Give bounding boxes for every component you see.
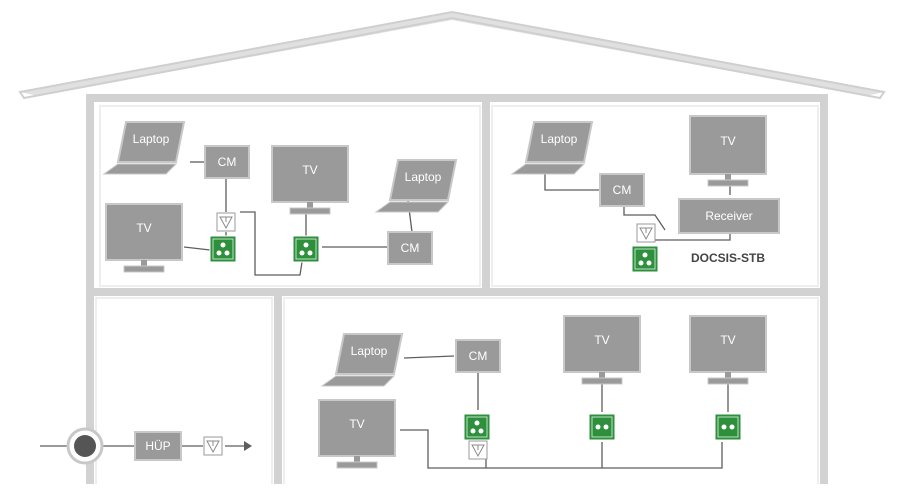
tv-top-right: TV bbox=[689, 115, 767, 187]
splitter-triangle-icon bbox=[219, 216, 233, 230]
multimedia-socket-3port-icon bbox=[470, 420, 484, 434]
laptop-label: Laptop bbox=[133, 132, 170, 146]
multimedia-socket-3port-icon bbox=[638, 252, 652, 266]
multimedia-socket-3port-icon bbox=[299, 242, 313, 256]
cable-entry-circle-icon bbox=[66, 427, 104, 465]
room-top-left bbox=[99, 105, 481, 287]
laptop-label: Laptop bbox=[405, 170, 442, 184]
laptop-top-right: Laptop bbox=[510, 121, 594, 175]
cables bbox=[40, 161, 731, 469]
laptop-label: Laptop bbox=[351, 344, 388, 358]
tv-label: TV bbox=[349, 417, 364, 431]
laptop-label: Laptop bbox=[541, 132, 578, 146]
cm-top-left-b: CM bbox=[387, 231, 433, 265]
laptop-top-right-of-left-room: Laptop bbox=[374, 159, 458, 213]
cm-bottom: CM bbox=[455, 339, 501, 373]
tv-label: TV bbox=[594, 333, 609, 347]
cm-top-right: CM bbox=[599, 173, 645, 207]
multimedia-socket-2port-icon bbox=[721, 424, 735, 430]
splitter-top-right bbox=[636, 223, 656, 243]
room-top-right bbox=[491, 105, 819, 287]
cm-top-right-label: CM bbox=[613, 183, 632, 197]
socket-bottom-a bbox=[463, 413, 491, 441]
tv-label: TV bbox=[720, 333, 735, 347]
arrow-right-icon bbox=[244, 441, 252, 451]
receiver-box-label: Receiver bbox=[705, 209, 752, 223]
house-walls bbox=[86, 94, 828, 489]
laptop-bottom: Laptop bbox=[320, 333, 404, 387]
multimedia-socket-3port-icon bbox=[216, 242, 230, 256]
hup-box-label: HÜP bbox=[145, 439, 170, 453]
hup-box: HÜP bbox=[134, 431, 182, 461]
splitter-top-left bbox=[216, 212, 236, 232]
house-roof bbox=[18, 10, 886, 100]
tv-bottom-middle: TV bbox=[563, 315, 641, 385]
amplifier-hallway bbox=[203, 436, 223, 456]
multimedia-socket-2port-icon bbox=[595, 424, 609, 430]
tv-top-middle: TV bbox=[271, 145, 349, 215]
tv-label: TV bbox=[720, 134, 735, 148]
tv-bottom-left: TV bbox=[318, 399, 396, 469]
amplifier-triangle-icon bbox=[206, 440, 220, 454]
cm-top-left: CM bbox=[204, 145, 250, 179]
socket-bottom-b bbox=[588, 413, 616, 441]
tv-label: TV bbox=[136, 221, 151, 235]
cm-top-left-label: CM bbox=[218, 155, 237, 169]
receiver-box: Receiver bbox=[678, 198, 780, 234]
tv-bottom-right: TV bbox=[689, 315, 767, 385]
room-bottom-left bbox=[95, 297, 273, 489]
splitter-bottom bbox=[468, 440, 488, 460]
cm-bottom-label: CM bbox=[469, 349, 488, 363]
socket-top-left-a bbox=[209, 235, 237, 263]
tv-top-left: TV bbox=[105, 203, 183, 273]
tv-label: TV bbox=[302, 163, 317, 177]
splitter-triangle-icon bbox=[639, 227, 653, 241]
laptop-top-left: Laptop bbox=[102, 121, 186, 175]
socket-bottom-c bbox=[714, 413, 742, 441]
docsis-stb-label: DOCSIS-STB bbox=[691, 251, 765, 265]
socket-top-left-b bbox=[292, 235, 320, 263]
socket-top-right bbox=[631, 245, 659, 273]
cm-top-left-b-label: CM bbox=[401, 241, 420, 255]
splitter-triangle-icon bbox=[471, 444, 485, 458]
